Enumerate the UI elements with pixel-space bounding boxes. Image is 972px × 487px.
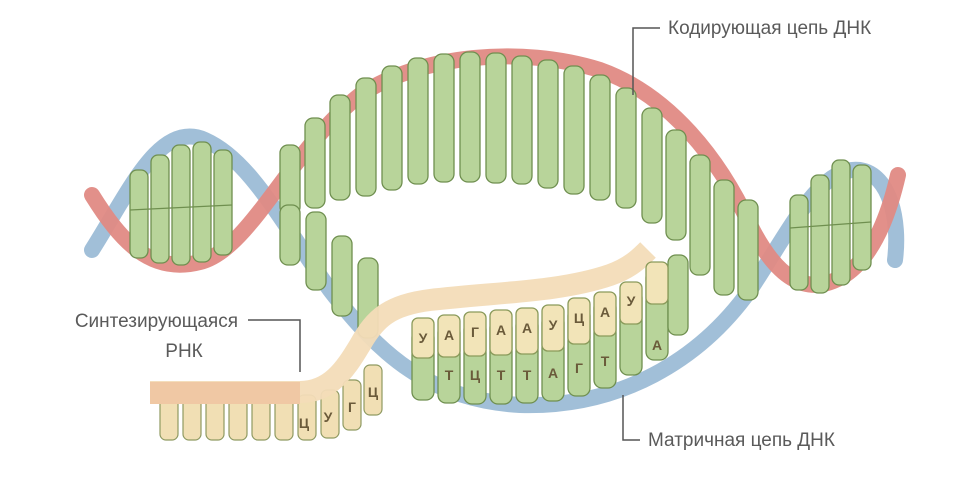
coding-base	[689, 154, 711, 276]
coding-base	[355, 77, 377, 197]
rna-base	[342, 379, 362, 431]
coding-base	[511, 55, 533, 185]
pair-divider	[129, 204, 233, 211]
coding-base	[537, 59, 559, 189]
template-strand-label: Матричная цепь ДНК	[648, 430, 835, 451]
template-base	[667, 254, 689, 336]
dna-base-pair	[810, 174, 830, 294]
coding-base	[665, 129, 687, 241]
left-helix-rungs	[129, 141, 233, 266]
coding-base	[407, 57, 429, 185]
rna-base-letter: Г	[471, 324, 479, 340]
rna-tail-stems	[159, 364, 383, 441]
dna-base-pair	[213, 149, 233, 256]
coding-strand-label: Кодирующая цепь ДНК	[668, 18, 871, 39]
template-strand-leader	[622, 395, 640, 441]
label-leaders	[248, 27, 660, 441]
rna-base-letter: У	[627, 293, 636, 309]
template-base-letter: Т	[523, 367, 532, 383]
dna-base-pair	[831, 159, 851, 286]
rna-leader	[248, 319, 301, 372]
rna-base	[437, 314, 461, 358]
pair-divider	[789, 221, 872, 229]
rna-base-letter: Ц	[368, 384, 379, 400]
coding-base	[563, 65, 585, 195]
rna-base	[411, 317, 435, 359]
rna-base-letters: Ц У Г Ц У А Г А А У Ц А У	[299, 293, 636, 431]
rna-base	[645, 261, 669, 305]
rna-paired-bases	[411, 261, 669, 359]
rna-label-line1: Синтезирующаяся	[75, 311, 238, 332]
coding-base	[589, 74, 611, 201]
rna-base-letter: Г	[348, 399, 356, 415]
rna-base	[619, 281, 643, 325]
rna-base	[541, 304, 565, 352]
dna-base-pair	[852, 164, 872, 271]
rna-base	[463, 311, 487, 357]
template-base-letters: Т Ц Т Т А Г Т А	[445, 337, 662, 383]
template-base-letter: А	[548, 365, 558, 381]
rna-base	[363, 364, 383, 416]
coding-base	[615, 87, 637, 209]
rna-base-letter: У	[324, 409, 333, 425]
coding-base	[304, 117, 326, 209]
rna-label-line2: РНК	[165, 341, 202, 362]
template-base	[331, 235, 353, 317]
template-base	[279, 204, 301, 266]
rna-base-letter: А	[522, 320, 532, 336]
coding-strand-leader	[632, 27, 660, 95]
rna-base-letter: А	[600, 304, 610, 320]
dna-base-pair	[192, 141, 212, 263]
rna-base-letter: А	[496, 322, 506, 338]
coding-base	[713, 179, 735, 296]
coding-base	[329, 94, 351, 201]
rna-backbone	[150, 242, 656, 403]
right-helix-rungs	[789, 159, 872, 294]
coding-strand-bases	[279, 51, 759, 301]
rna-tail-segment	[150, 382, 300, 404]
coding-base	[381, 65, 403, 191]
rna-base-letter: У	[419, 330, 428, 346]
template-base-letter: Т	[445, 367, 454, 383]
dna-base-pair	[129, 169, 149, 259]
template-base-letter: Ц	[470, 367, 481, 383]
coding-base	[737, 199, 759, 301]
rna-base-letter: Ц	[299, 415, 310, 431]
rna-base-letter: А	[444, 327, 454, 343]
coding-base	[485, 52, 507, 184]
template-base-letter: Т	[497, 367, 506, 383]
rna-base	[593, 291, 617, 337]
template-base-letter: А	[652, 337, 662, 353]
coding-base	[459, 51, 481, 183]
coding-base	[641, 107, 663, 224]
rna-base	[567, 297, 591, 345]
template-base	[305, 211, 327, 291]
rna-base-letter: У	[549, 317, 558, 333]
dna-base-pair	[789, 194, 809, 291]
rna-base	[515, 307, 539, 355]
template-base-letter: Т	[601, 353, 610, 369]
template-unpaired-bases	[279, 204, 379, 339]
rna-base	[489, 309, 513, 356]
dna-base-pair	[171, 144, 191, 266]
template-base-letter: Г	[575, 360, 583, 376]
coding-base	[433, 53, 455, 183]
rna-base-letter: Ц	[574, 310, 585, 326]
